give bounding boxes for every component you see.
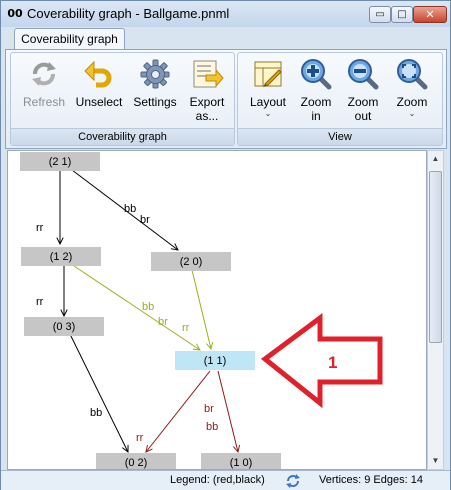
- layout-button[interactable]: Layout ⌄: [244, 57, 292, 129]
- chevron-down-icon: ⌄: [264, 109, 272, 118]
- graph-node[interactable]: (1 2): [21, 247, 101, 266]
- edge-label: rr: [136, 432, 144, 444]
- zoom-fit-button[interactable]: Zoom ⌄: [388, 57, 436, 129]
- zoom-in-button[interactable]: Zoom in: [294, 57, 338, 129]
- zoom-out-button[interactable]: Zoom out: [340, 57, 386, 129]
- graph-edge-20-11: [191, 269, 211, 349]
- node-label: (0 2): [125, 457, 148, 469]
- undo-arrow-icon: [84, 60, 112, 88]
- zoom-in-label: Zoom: [300, 95, 332, 109]
- app-icon: 00: [7, 7, 23, 20]
- graph-edge-11-10: [217, 370, 238, 452]
- export-label-line2: as...: [195, 109, 219, 123]
- refresh-icon: [32, 62, 56, 86]
- unselect-label: Unselect: [75, 95, 123, 109]
- zoom-in-label-line2: in: [311, 109, 321, 123]
- maximize-button[interactable]: □: [391, 6, 413, 23]
- graph-svg: rr bb br rr bb br rr bb rr br bb (2 1) (…: [20, 152, 383, 470]
- node-label: (2 0): [180, 256, 203, 268]
- settings-button[interactable]: Settings: [129, 57, 181, 129]
- edge-label: bb: [90, 407, 102, 419]
- gear-icon: [140, 59, 170, 89]
- zoom-fit-label: Zoom: [396, 95, 428, 109]
- unselect-button[interactable]: Unselect: [71, 57, 127, 129]
- vertex-edge-count: Vertices: 9 Edges: 14: [319, 474, 423, 486]
- annotation-arrow: 1: [260, 313, 383, 409]
- edge-label: br: [158, 316, 168, 328]
- node-label: (0 3): [53, 321, 76, 333]
- export-button[interactable]: Export as...: [183, 57, 231, 129]
- edge-label: bb: [206, 421, 218, 433]
- edge-label: br: [140, 214, 150, 226]
- node-label: (1 2): [50, 251, 73, 263]
- edge-label: rr: [36, 222, 44, 234]
- graph-node-selected[interactable]: (1 1): [175, 351, 255, 370]
- node-label: (1 0): [230, 457, 253, 469]
- graph-edge-03-02: [65, 325, 128, 452]
- vertical-scrollbar[interactable]: ▲ ▼: [427, 150, 444, 470]
- node-label: (2 1): [49, 156, 72, 168]
- graph-canvas[interactable]: rr bb br rr bb br rr bb rr br bb (2 1) (…: [7, 150, 427, 470]
- annotation-number: 1: [328, 353, 337, 372]
- chevron-down-icon: ⌄: [408, 109, 416, 118]
- title-bar[interactable]: 00 Coverability graph - Ballgame.pnml ▭ …: [1, 1, 450, 27]
- ribbon: Refresh Unselect: [5, 49, 447, 149]
- legend-text: Legend: (red,black): [170, 474, 265, 486]
- layout-icon: [254, 61, 282, 87]
- minimize-button[interactable]: ▭: [369, 6, 391, 23]
- settings-label: Settings: [133, 95, 177, 109]
- layout-label: Layout: [249, 95, 287, 109]
- scroll-up-arrow-icon[interactable]: ▲: [431, 154, 440, 163]
- export-label: Export: [189, 95, 225, 109]
- close-button[interactable]: ✕: [413, 6, 447, 23]
- zoom-fit-icon: [397, 59, 428, 90]
- graph-node[interactable]: (2 1): [20, 152, 100, 171]
- refresh-button[interactable]: Refresh: [19, 57, 69, 129]
- graph-edge-11-02: [146, 370, 211, 452]
- edge-label: bb: [124, 203, 136, 215]
- zoom-out-label: Zoom: [347, 95, 379, 109]
- graph-node[interactable]: (1 0): [201, 453, 281, 470]
- tab-coverability-graph[interactable]: Coverability graph: [14, 28, 125, 50]
- ribbon-group-view: Layout ⌄ Zoom in: [237, 52, 443, 146]
- edge-label: bb: [142, 301, 154, 313]
- edge-label: rr: [182, 322, 190, 334]
- group-label-view: View: [238, 128, 442, 145]
- node-label: (1 1): [204, 355, 227, 367]
- graph-edge-12-11: [73, 265, 200, 350]
- ribbon-group-coverability-graph: Refresh Unselect: [10, 52, 235, 146]
- refresh-label: Refresh: [22, 95, 66, 109]
- edge-label: rr: [36, 296, 44, 308]
- status-bar: Legend: (red,black) Vertices: 9 Edges: 1…: [1, 470, 450, 490]
- scrollbar-thumb[interactable]: [429, 171, 442, 343]
- zoom-out-label-line2: out: [354, 109, 372, 123]
- zoom-in-icon: [301, 59, 332, 90]
- zoom-out-icon: [348, 59, 379, 90]
- graph-node[interactable]: (0 2): [96, 453, 176, 470]
- sync-icon[interactable]: [285, 473, 301, 489]
- graph-node[interactable]: (2 0): [151, 252, 231, 271]
- graph-edge-21-20: [71, 169, 178, 250]
- group-label-coverability-graph: Coverability graph: [11, 128, 234, 145]
- scroll-down-arrow-icon[interactable]: ▼: [431, 456, 440, 465]
- window-title: Coverability graph - Ballgame.pnml: [27, 6, 230, 21]
- edge-label: br: [204, 403, 214, 415]
- export-icon: [193, 60, 224, 88]
- graph-node[interactable]: (0 3): [24, 317, 104, 336]
